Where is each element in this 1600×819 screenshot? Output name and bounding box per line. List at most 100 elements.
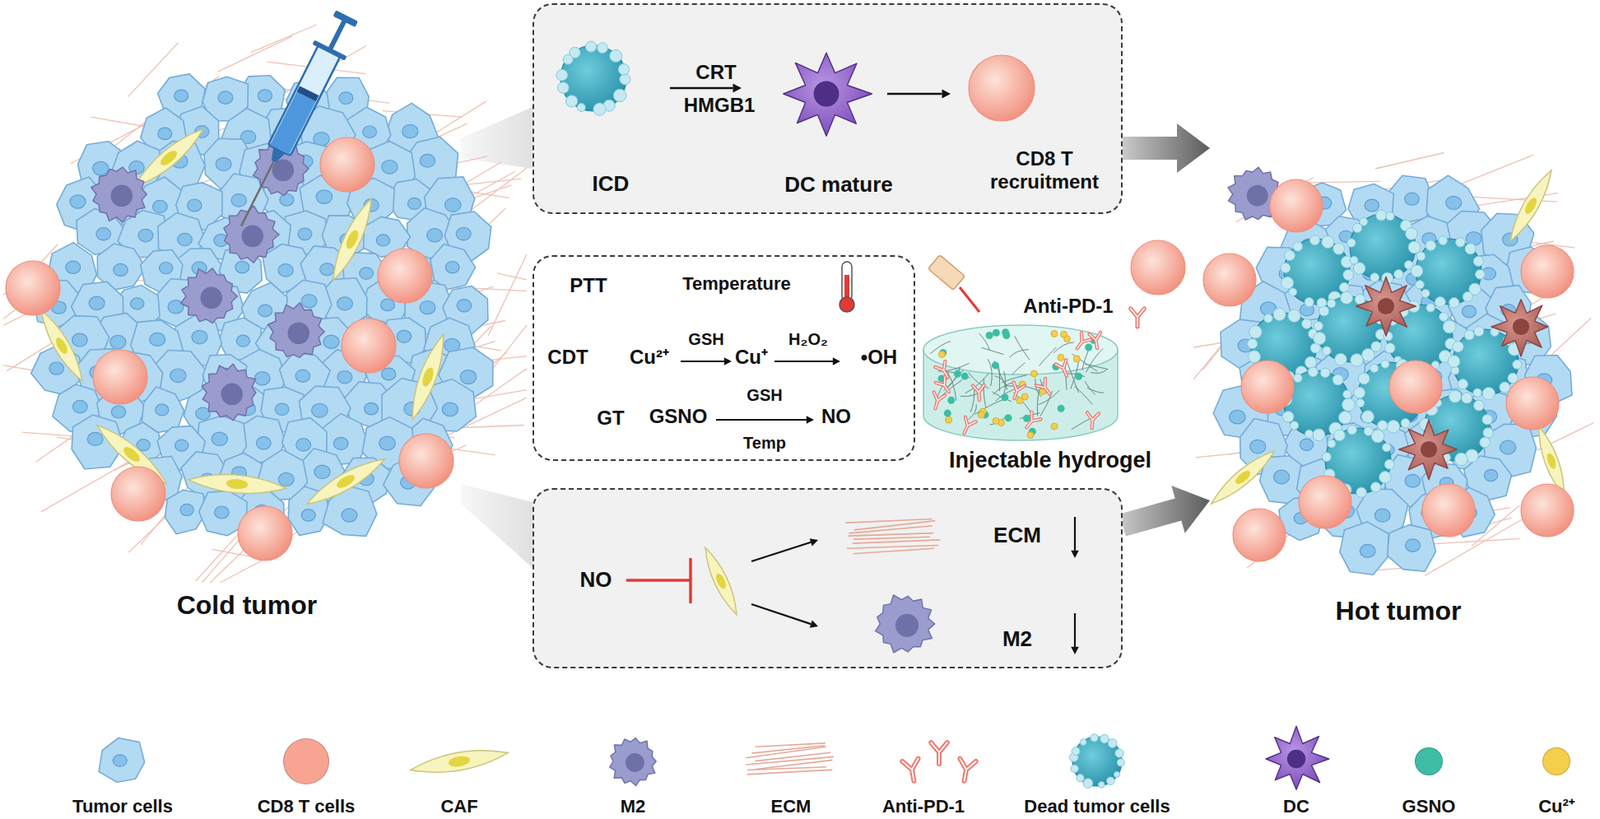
dendritic-cell-part (813, 81, 840, 107)
m2-macrophage (181, 268, 238, 324)
ecm-fibers (1193, 153, 1594, 577)
tumor-cell-part (88, 296, 105, 310)
antibody (935, 376, 954, 396)
antibody-part (902, 758, 922, 783)
arrow-part (832, 357, 841, 366)
polymer-mesh-part (1014, 335, 1030, 360)
dead-tumor-cell-part (1410, 265, 1423, 277)
arrow-part (1074, 516, 1076, 551)
tumor-cell-part (314, 465, 331, 479)
copper-dot (945, 416, 953, 424)
copper-dot (1027, 432, 1034, 439)
ecm-fibers-part (1423, 538, 1521, 545)
dead-tumor-cell-part (1462, 291, 1473, 302)
caf-cell-part (1503, 166, 1559, 246)
t-cell (341, 318, 396, 373)
polymer-mesh-part (993, 381, 1016, 396)
antibody (958, 417, 976, 437)
dead-tumor-cell-part (1349, 213, 1416, 280)
node-label: GSNO (1402, 795, 1456, 817)
dead-tumor-cell-part (1455, 452, 1469, 466)
dead-tumor-cell-part (1394, 269, 1404, 280)
antibody-part (1072, 332, 1091, 352)
tumor-cell-part (155, 404, 169, 416)
tumor-cell-part (258, 304, 273, 317)
antibody-part (934, 361, 953, 381)
dead-tumor-cell-part (1435, 297, 1447, 308)
node-label: ECM (993, 523, 1042, 549)
antibody-part (1009, 381, 1025, 400)
t-cell (111, 466, 166, 521)
dead-tumor-cell-part (1347, 425, 1357, 435)
dead-tumor-cell-part (1264, 313, 1274, 323)
node-label: CRT (695, 60, 736, 84)
caf-cell (409, 744, 510, 779)
polymer-mesh-part (1053, 342, 1075, 354)
dead-tumor-cell-part (1349, 255, 1359, 265)
caf-cell-part (120, 444, 143, 465)
hydrogel-disc-part (923, 325, 1118, 375)
tumor-cell-part (175, 439, 189, 452)
caf-cell-part (714, 572, 729, 591)
block-arrow (1122, 123, 1210, 173)
dead-tumor-cell-part (1475, 269, 1486, 280)
tumor-cell-part (323, 334, 340, 349)
tumor-cell-part (195, 407, 210, 420)
antibody-part (902, 758, 922, 783)
node-label: HMGB1 (683, 93, 756, 117)
dead-tumor-cell-part (1305, 356, 1317, 368)
tumor-cell-part (257, 89, 272, 103)
tumor-cell-part (65, 260, 81, 274)
tumor-cell-part (1299, 438, 1313, 451)
dead-tumor-cell-part (1479, 437, 1491, 448)
tumor-cell-part (1229, 409, 1246, 424)
dead-tumor-cell-part (1327, 439, 1336, 448)
tumor-cell-part (211, 432, 228, 446)
node-label: DC (1283, 795, 1310, 817)
syringe (224, 7, 363, 234)
hot-tumor-region: Hot tumor (1209, 139, 1597, 633)
dendritic-cell (1491, 299, 1549, 357)
tumor-cell-part (110, 334, 126, 349)
dead-tumor-cell-part (1313, 321, 1323, 331)
hydrogel: Anti-PD-1Injectable hydrogel (913, 283, 1186, 482)
caf-cell-part (1232, 468, 1252, 487)
node-label: CAF (440, 795, 478, 817)
t-cell (5, 260, 61, 316)
node-label: Anti-PD-1 (1023, 294, 1113, 318)
copper-dot (1030, 370, 1038, 377)
ecm-fibers-part (745, 746, 826, 759)
dead-tumor-cell-part (1449, 297, 1460, 308)
dendritic-cell (1399, 419, 1457, 480)
dead-tumor-cell-part (558, 82, 570, 94)
copper-dot (1073, 355, 1080, 363)
antibody-part (1022, 411, 1042, 431)
caf-cell-part (186, 470, 287, 498)
dead-tumor-cell-part (609, 49, 623, 62)
m2-macrophage-part (200, 287, 223, 310)
gsno-dot (1002, 331, 1010, 340)
dead-tumor-cell-part (1116, 758, 1125, 767)
polymer-mesh-part (1074, 386, 1093, 405)
antibody (934, 361, 953, 381)
tumor-cell-part (72, 333, 89, 347)
gsno-dot (953, 370, 962, 378)
caf-cell-part (1206, 445, 1280, 510)
dead-tumor-cell-part (1473, 255, 1484, 266)
tumor-cell-part (93, 161, 109, 176)
antibody (1072, 332, 1091, 352)
tumor-cell-part (191, 330, 208, 344)
antibody (1036, 378, 1055, 398)
antibody-part (1055, 359, 1072, 378)
legend-art (98, 725, 1330, 790)
copper-dot (977, 411, 985, 419)
tumor-cell-part (149, 332, 166, 346)
dead-tumor-cell-part (1288, 288, 1298, 297)
dead-tumor-cell-part (1333, 242, 1345, 255)
dendritic-cell-part (1399, 419, 1457, 480)
dead-tumor-cell-part (1507, 372, 1518, 383)
dead-tumor-cell-part (1327, 299, 1336, 308)
thermometer-part (839, 297, 855, 312)
polymer-mesh-part (995, 376, 1007, 387)
arrow-part (887, 93, 943, 96)
